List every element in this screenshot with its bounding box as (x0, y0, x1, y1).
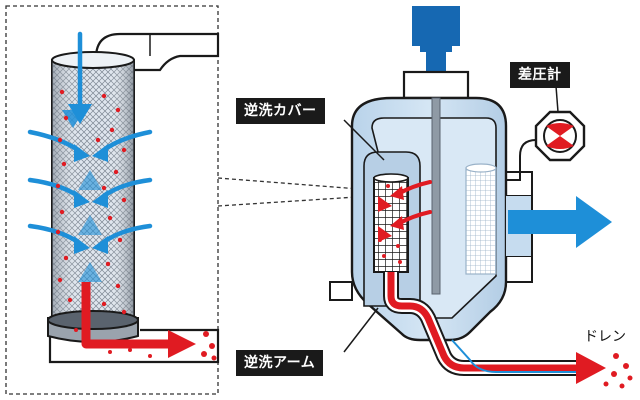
outlet-arrow (508, 196, 612, 248)
drain-particles (603, 353, 633, 389)
vessel-particles (378, 184, 402, 264)
label-backwash-arm: 逆洗アーム (236, 350, 324, 376)
callout-lines (217, 177, 373, 207)
detail-particles (55, 89, 217, 361)
label-drain: ドレン (584, 329, 626, 345)
motor-icon (402, 6, 470, 100)
backwash-arm (387, 272, 578, 372)
label-differential-pressure-gauge: 差圧計 (510, 62, 570, 88)
detail-panel (5, 5, 220, 395)
drive-shaft (431, 97, 441, 295)
detail-flow-arrowheads (62, 104, 108, 282)
gauge-tube (506, 139, 537, 181)
differential-pressure-gauge-icon (534, 110, 586, 162)
label-backwash-cover: 逆洗カバー (236, 98, 325, 124)
filter-vessel (329, 6, 633, 389)
detail-drain-arrow (81, 282, 170, 349)
drain-arrow (576, 352, 606, 384)
far-filter-screen (465, 167, 497, 275)
